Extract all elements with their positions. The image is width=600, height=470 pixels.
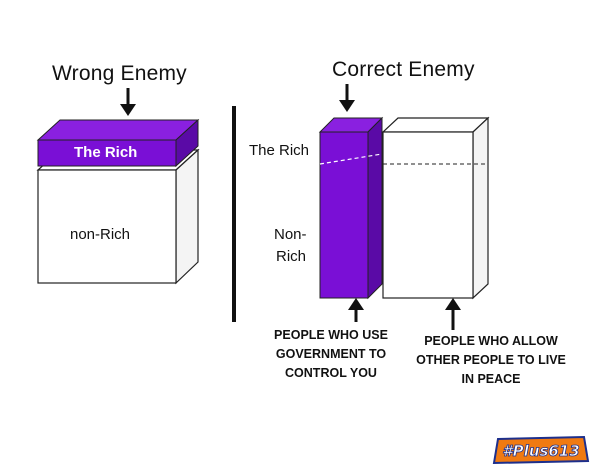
arrow-to-purple-column xyxy=(348,298,364,322)
caption-peaceful-people: PEOPLE WHO ALLOW OTHER PEOPLE TO LIVE IN… xyxy=(416,334,566,386)
right-title-arrow xyxy=(339,84,355,112)
logo-text: #Plus613 xyxy=(502,442,580,460)
caption-government-users: PEOPLE WHO USE GOVERNMENT TO CONTROL YOU xyxy=(274,328,388,380)
left-rich-label: The Rich xyxy=(74,144,138,161)
left-title-arrow xyxy=(120,88,136,116)
right-purple-column xyxy=(318,116,384,300)
left-rich-slab xyxy=(36,118,200,168)
arrow-to-white-column xyxy=(445,298,461,330)
left-title: Wrong Enemy xyxy=(52,62,187,85)
plus613-logo: #Plus613 xyxy=(492,435,590,465)
right-white-column xyxy=(381,116,490,300)
right-nonrich-label-line2: Rich xyxy=(276,248,307,265)
left-nonrich-box xyxy=(36,148,200,285)
right-rich-label: The Rich xyxy=(249,142,310,159)
left-nonrich-label: non-Rich xyxy=(70,226,131,243)
right-title: Correct Enemy xyxy=(332,58,475,81)
right-nonrich-label-line1: Non- xyxy=(274,226,307,243)
